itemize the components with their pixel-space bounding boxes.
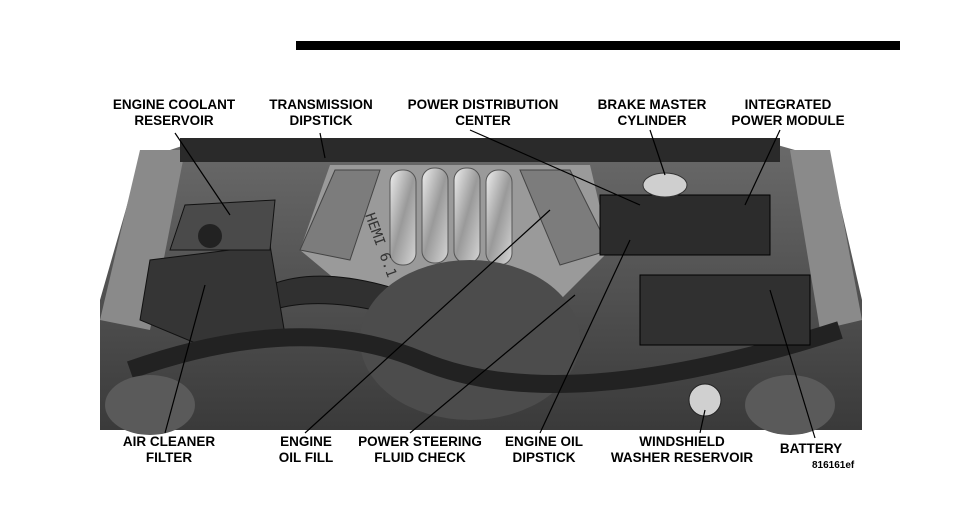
label-power-distribution-center: POWER DISTRIBUTION CENTER xyxy=(408,97,559,129)
figure-id: 816161ef xyxy=(812,460,854,471)
brake-reservoir xyxy=(643,173,687,197)
label-windshield-washer-reservoir: WINDSHIELD WASHER RESERVOIR xyxy=(611,434,753,466)
pdc-box xyxy=(600,195,770,255)
label-battery: BATTERY xyxy=(780,441,842,457)
label-transmission-dipstick: TRANSMISSION DIPSTICK xyxy=(269,97,373,129)
left-headlamp xyxy=(105,375,195,435)
label-air-cleaner-filter: AIR CLEANER FILTER xyxy=(123,434,215,466)
right-headlamp xyxy=(745,375,835,435)
label-integrated-power-module: INTEGRATED POWER MODULE xyxy=(731,97,844,129)
cowl xyxy=(180,138,780,162)
label-engine-oil-fill: ENGINE OIL FILL xyxy=(279,434,334,466)
label-power-steering-fluid-check: POWER STEERING FLUID CHECK xyxy=(358,434,482,466)
label-engine-oil-dipstick: ENGINE OIL DIPSTICK xyxy=(505,434,583,466)
label-brake-master-cylinder: BRAKE MASTER CYLINDER xyxy=(598,97,707,129)
fan-shroud xyxy=(360,260,580,420)
battery-box xyxy=(640,275,810,345)
coolant-cap xyxy=(198,224,222,248)
coolant-reservoir xyxy=(170,200,275,250)
label-engine-coolant-reservoir: ENGINE COOLANT RESERVOIR xyxy=(113,97,235,129)
